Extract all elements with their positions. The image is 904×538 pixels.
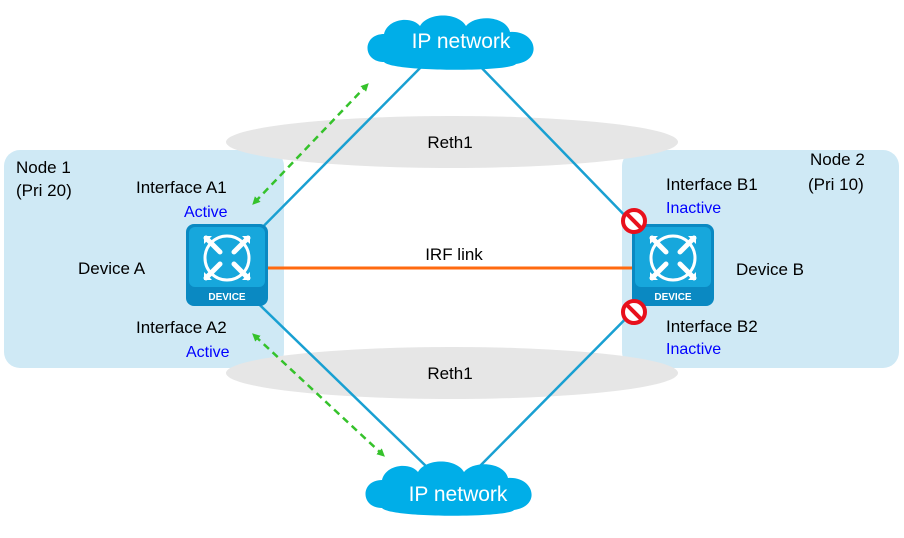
interface-b1-status: Inactive xyxy=(666,200,721,217)
node1-panel xyxy=(4,150,284,368)
interface-a1-status: Active xyxy=(184,204,228,221)
cloud-icon: IP network xyxy=(367,15,534,70)
blocked-icon xyxy=(621,208,647,234)
reth-top-label: Reth1 xyxy=(427,133,472,152)
blocked-icon xyxy=(621,299,647,325)
node2-title: Node 2 xyxy=(810,150,865,169)
switch-device-icon: DEVICE xyxy=(632,224,714,306)
node1-title: Node 1 xyxy=(16,158,71,177)
interface-a1-label: Interface A1 xyxy=(136,178,227,197)
node1-priority: (Pri 20) xyxy=(16,181,72,200)
node2-panel xyxy=(622,150,899,368)
switch-device-icon: DEVICE xyxy=(186,224,268,306)
interface-b1-label: Interface B1 xyxy=(666,175,758,194)
device-b-label: Device B xyxy=(736,260,804,279)
traffic-arrow-top xyxy=(252,83,369,205)
cloud-icon: IP network xyxy=(365,461,532,516)
node2-priority: (Pri 10) xyxy=(808,175,864,194)
reth-bottom-label: Reth1 xyxy=(427,364,472,383)
interface-a2-label: Interface A2 xyxy=(136,318,227,337)
interface-b2-label: Interface B2 xyxy=(666,317,758,336)
cloud-top-label: IP network xyxy=(412,30,511,53)
device-a-badge: DEVICE xyxy=(208,292,246,303)
irf-link-label: IRF link xyxy=(425,245,483,264)
device-b-badge: DEVICE xyxy=(654,292,692,303)
cloud-bottom-label: IP network xyxy=(409,483,508,506)
interface-a2-status: Active xyxy=(186,344,230,361)
traffic-arrow-bottom xyxy=(252,333,385,457)
interface-b2-status: Inactive xyxy=(666,341,721,358)
device-a-label: Device A xyxy=(78,259,146,278)
